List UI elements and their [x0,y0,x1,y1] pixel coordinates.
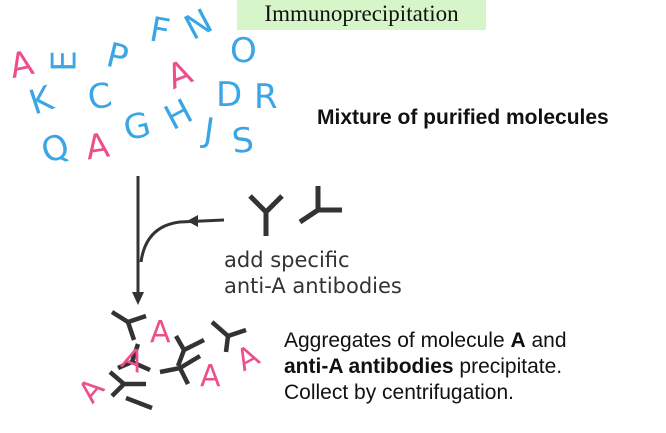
antibody-icon [174,334,206,367]
aggregate-antibodies [108,310,247,411]
aggregate-line2-post: precipitate. [453,355,563,378]
antibody-icon [248,194,284,236]
antibody-icon [125,395,153,411]
molecule-letter: O [230,31,257,71]
aggregate-line1: Aggregates of molecule A and [284,328,567,354]
add-label-line2: anti-A antibodies [224,274,402,298]
add-antibody-arrow [139,218,225,263]
aggregate-line2: anti-A antibodies precipitate. [284,354,567,380]
aggregate-line1-pre: Aggregates of molecule [284,329,511,352]
antibody-icon [117,343,151,373]
antibody-icon [110,310,147,341]
add-arrowhead [187,215,198,227]
antibody-icon [108,370,146,398]
aggregate-letter: A [200,359,221,394]
antibody-icon [210,320,247,353]
aggregate-line1-bold: A [510,329,526,352]
mixture-label: Mixture of purified molecules [317,106,609,129]
add-antibodies-label: add specific anti-A antibodies [224,247,402,299]
aggregate-letter: A [150,315,171,350]
add-label-line1: add specific [224,248,350,272]
antibody-icon [298,186,342,225]
process-arrowhead [132,292,144,305]
antibody-icon [159,354,202,386]
diagram-title: Immunoprecipitation [237,0,486,30]
molecule-letter: R [254,77,278,117]
aggregate-line1-post: and [525,329,567,352]
aggregate-line3: Collect by centrifugation. [284,381,514,404]
molecule-letter: D [216,75,243,115]
aggregate-description: Aggregates of molecule A and anti-A anti… [284,328,567,406]
aggregate-line2-bold: anti-A antibodies [284,355,454,378]
